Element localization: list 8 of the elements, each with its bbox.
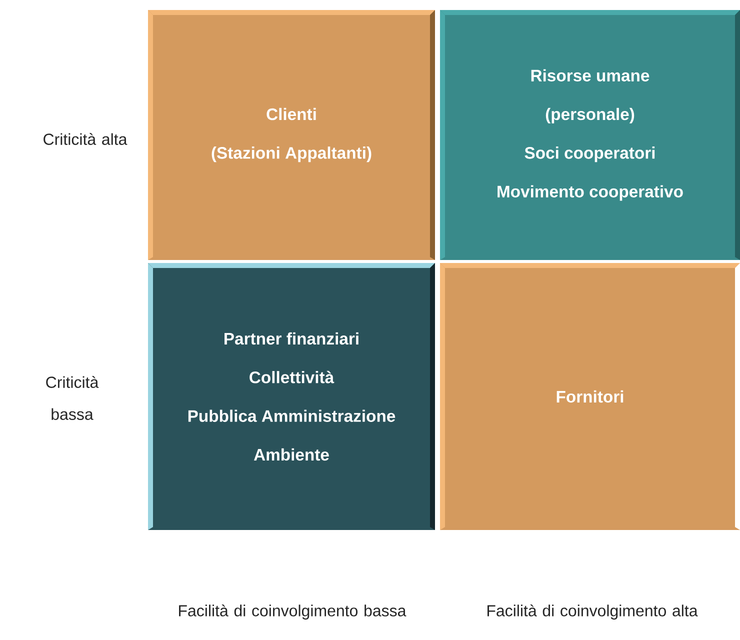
quadrant-box: Partner finanziari Collettività Pubblica Amministrazione Ambiente bbox=[148, 263, 435, 530]
axis-label: Facilità di coinvolgimento alta bbox=[488, 604, 698, 620]
quadrant-box: Risorse umane (personale) Soci cooperatori Movimento cooperativo bbox=[440, 10, 740, 260]
axis-label: Criticità alta bbox=[44, 133, 128, 145]
quadrant-box: Fornitori bbox=[440, 263, 740, 530]
axis-label: Facilità di coinvolgimento bassa bbox=[179, 604, 406, 620]
quadrant-box: Clienti (Stazioni Appaltanti) bbox=[148, 10, 435, 260]
axis-label: Criticità bassa bbox=[46, 376, 99, 420]
